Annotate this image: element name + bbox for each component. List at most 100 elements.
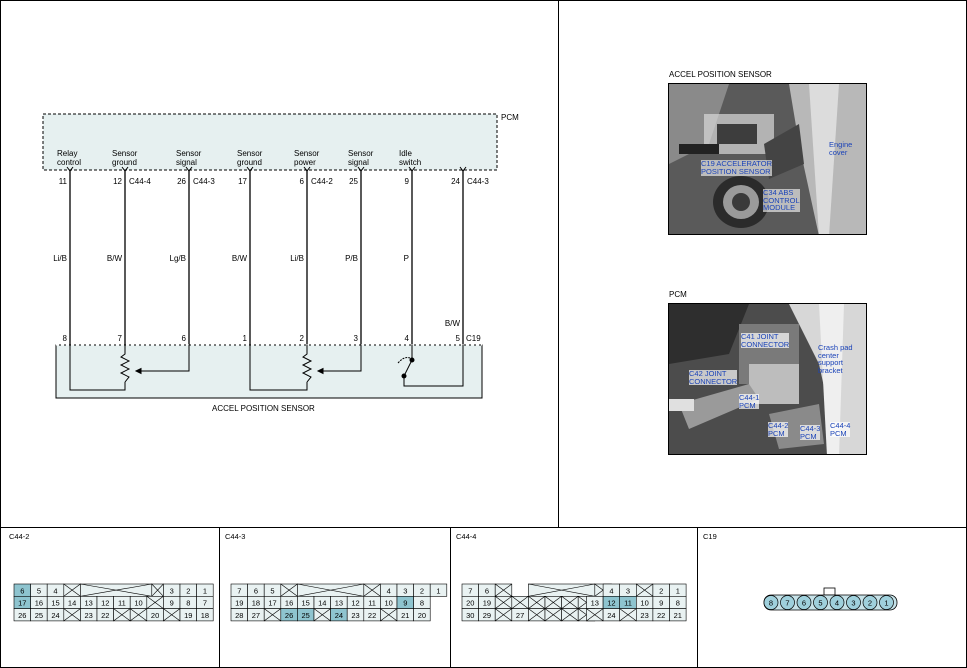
connector-pin-cell: 15 [46, 596, 65, 609]
connector-pin-cell: 3 [163, 583, 181, 597]
connector-pin-number: 8 [420, 599, 424, 608]
pcm-function-label: signal [348, 158, 369, 167]
sensor-pin-number: 3 [354, 334, 359, 343]
connector-pin-cell: 7 [230, 583, 248, 597]
connector-pin-number: 16 [285, 599, 293, 608]
c19-pin-number: 6 [802, 599, 806, 608]
connector-pin-cell: 7 [461, 583, 479, 597]
connector-pin-cell [544, 596, 562, 609]
connector-pin-cell: 22 [652, 608, 670, 622]
connector-pin-number: 10 [134, 599, 142, 608]
connector-pin-cell: 9 [396, 596, 414, 609]
sensor-pin-number: 2 [300, 334, 305, 343]
connector-pin-cell: 19 [230, 596, 248, 609]
connector-pin-number: 2 [420, 586, 424, 595]
connector-pin-number: 25 [302, 611, 310, 620]
connector-pin-cell: 18 [196, 608, 214, 622]
connector-pin-number: 23 [351, 611, 359, 620]
pcm-pin-number: 24 [451, 177, 460, 186]
connector-pin-cell [544, 608, 562, 622]
connector-pin-number: 18 [252, 599, 260, 608]
connector-pin-cell [528, 583, 596, 597]
connector-pin-cell [635, 583, 654, 597]
pcm-function-label: Idle [399, 149, 412, 158]
connector-pin-cell: 24 [602, 608, 620, 622]
pcm-function-label: signal [176, 158, 197, 167]
pcm-function-label: ground [237, 158, 262, 167]
connector-pin-cell: 23 [80, 608, 98, 622]
connector-pin-cell: 1 [429, 583, 448, 597]
connector-pin-number: 10 [385, 599, 393, 608]
pcm-pin-number: 6 [300, 177, 305, 186]
wire-color-label: P [404, 254, 409, 263]
connector-pin-number: 20 [466, 599, 474, 608]
connector-pin-cell: 12 [602, 596, 620, 609]
connector-pin-cell: 20 [146, 608, 164, 622]
connector-pin-cell [297, 583, 365, 597]
connector-pin-cell [561, 608, 579, 622]
connector-pin-cell: 2 [652, 583, 670, 597]
connector-pin-number: 27 [516, 611, 524, 620]
c44-3-title: C44-3 [225, 532, 245, 541]
connector-pin-cell: 19 [478, 596, 496, 609]
sensor-pin-number: 6 [182, 334, 187, 343]
connector-pin-number: 23 [640, 611, 648, 620]
connector-pin-number: 5 [37, 586, 41, 595]
sensor-connector-label: C19 [466, 334, 481, 343]
wire-color-label: P/B [345, 254, 358, 263]
connector-pin-cell: 1 [669, 583, 687, 597]
connector-pin-cell: 6 [247, 583, 265, 597]
c19-pin: 6 [796, 595, 812, 610]
connector-pin-number: 28 [235, 611, 243, 620]
connector-pin-cell [494, 608, 513, 622]
connector-pin-cell: 27 [247, 608, 265, 622]
connector-pin-cell: 8 [179, 596, 197, 609]
c19-pin-number: 8 [769, 599, 773, 608]
pcm-function-label: power [294, 158, 316, 167]
connector-pin-cell: 12 [346, 596, 365, 609]
connector-pin-cell: 26 [13, 608, 31, 622]
connector-pin-cell: 2 [413, 583, 431, 597]
connector-pin-cell [511, 596, 529, 609]
connector-pin-cell: 22 [96, 608, 114, 622]
connector-pin-number: 19 [184, 611, 192, 620]
c19-pin: 8 [763, 595, 779, 610]
connector-pin-number: 14 [318, 599, 326, 608]
connector-pin-number: 13 [85, 599, 93, 608]
connector-pin-cell: 11 [363, 596, 381, 609]
connector-pin-number: 9 [659, 599, 663, 608]
connector-pin-cell: 13 [80, 596, 98, 609]
connector-pin-cell: 8 [413, 596, 431, 609]
connector-pin-number: 12 [351, 599, 359, 608]
connector-pin-cell: 3 [619, 583, 637, 597]
pcm-function-label: Sensor [294, 149, 320, 158]
connector-pin-number: 22 [368, 611, 376, 620]
connector-pin-cell: 10 [380, 596, 398, 609]
connector-pin-cell [129, 608, 148, 622]
connector-pin-cell [163, 608, 181, 622]
connector-pin-number: 19 [235, 599, 243, 608]
wire-color-label: Lg/B [170, 254, 186, 263]
wire-color-label: B/W [445, 319, 461, 328]
connector-pin-cell: 20 [413, 608, 431, 622]
connector-pin-number: 22 [101, 611, 109, 620]
connector-pin-number: 1 [436, 586, 440, 595]
connector-pin-number: 12 [607, 599, 615, 608]
pcm-pin-number: 9 [405, 177, 410, 186]
connector-pin-number: 17 [268, 599, 276, 608]
connector-pin-number: 6 [485, 586, 489, 595]
connector-pin-cell: 13 [330, 596, 348, 609]
connector-pin-number: 7 [468, 586, 472, 595]
pcm-connector-id: C44-3 [467, 177, 489, 186]
c44-2-title: C44-2 [9, 532, 29, 541]
